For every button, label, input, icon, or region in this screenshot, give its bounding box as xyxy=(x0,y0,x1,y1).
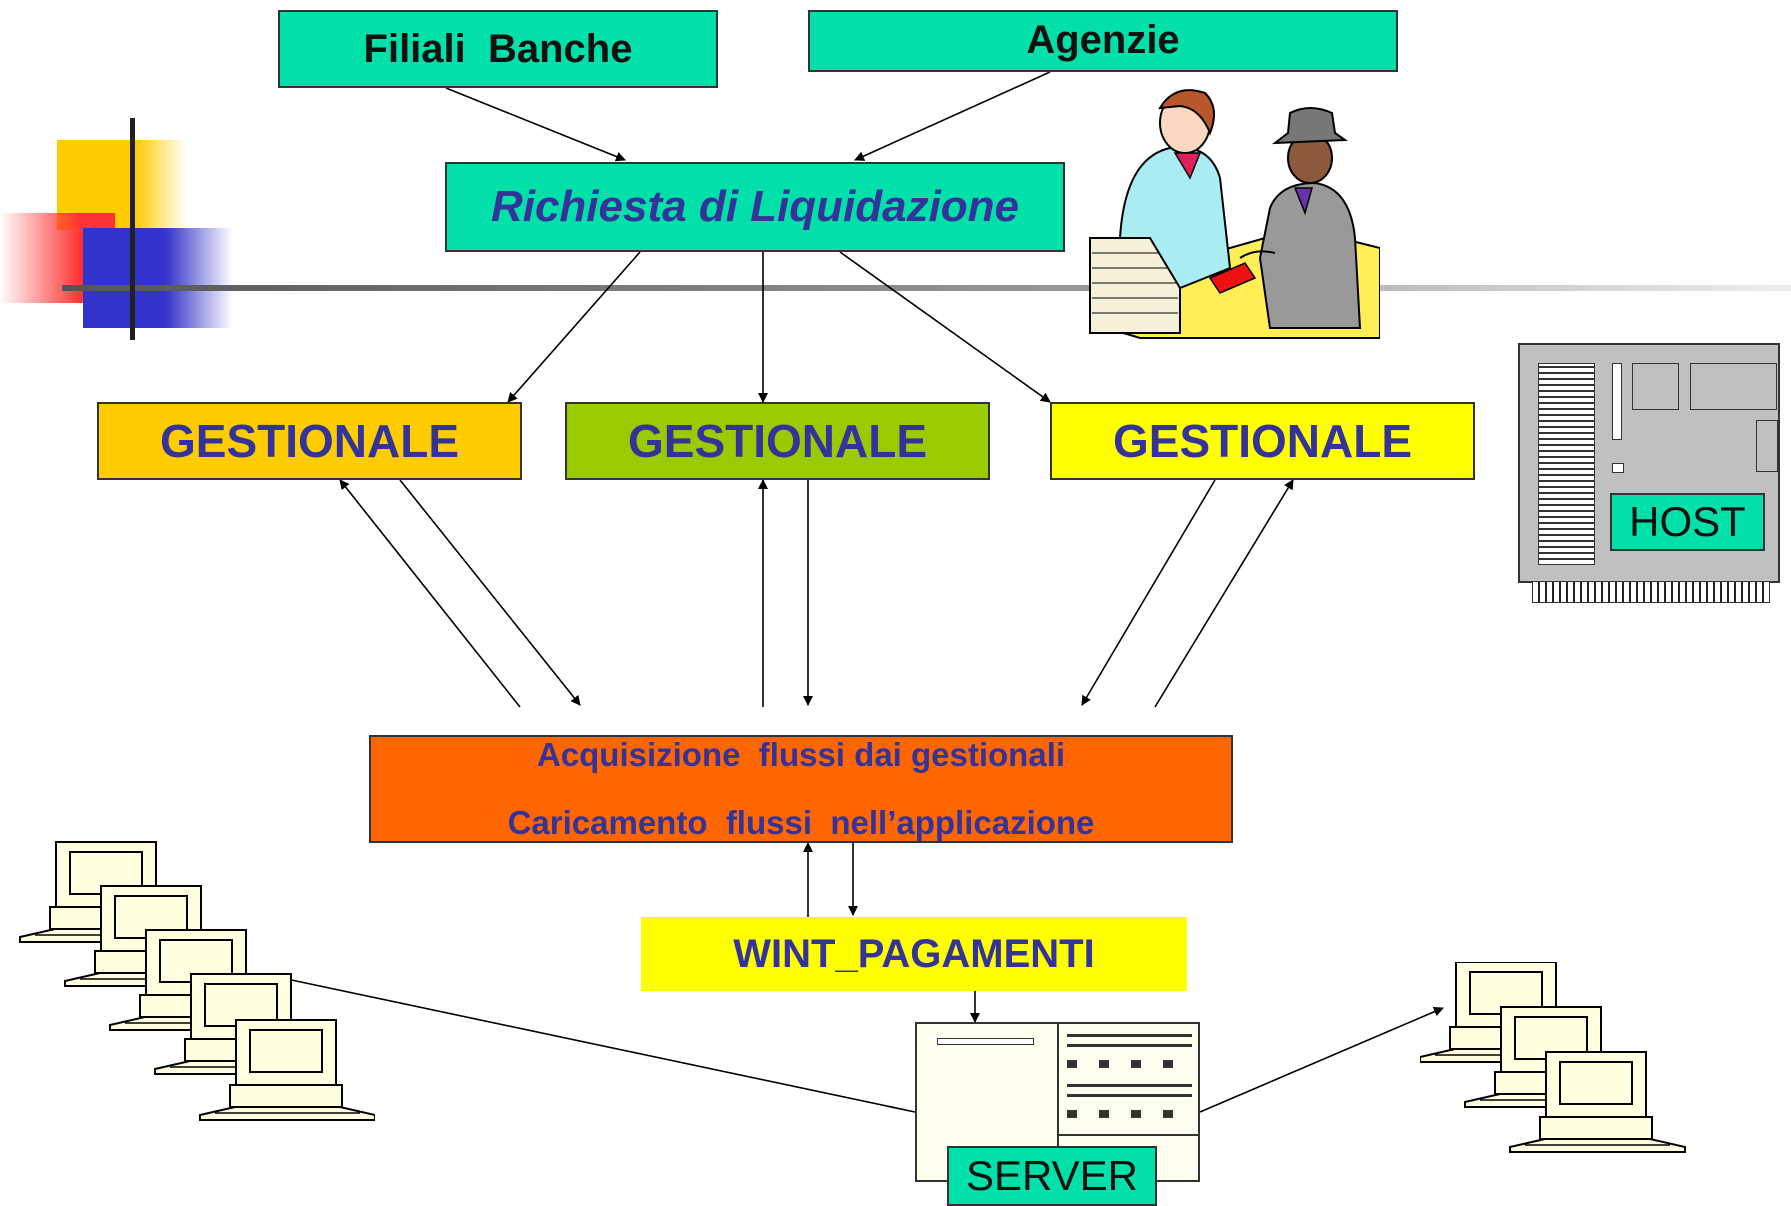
decor-vertical-rule xyxy=(130,118,135,340)
arrow-server-to-left-workstations xyxy=(281,974,916,1113)
filiali-banche-label: Filiali Banche xyxy=(363,26,633,71)
gestionale-label-1: GESTIONALE xyxy=(159,415,460,467)
host-vent-grille xyxy=(1538,363,1595,565)
richiesta-liquidazione-box: Richiesta di Liquidazione xyxy=(445,162,1065,252)
arrow-acq-to-gestionale-1 xyxy=(339,479,521,708)
arrow-request-to-gestionale-3 xyxy=(839,251,1051,403)
workstation-group-icon-left xyxy=(19,841,375,1121)
arrow-agenzie-to-request xyxy=(854,71,1051,161)
host-panel-3 xyxy=(1756,420,1778,472)
server-label: SERVER xyxy=(966,1152,1138,1199)
host-led xyxy=(1612,463,1624,473)
wint-pagamenti-box: WINT_PAGAMENTI xyxy=(641,917,1187,991)
arrow-request-to-gestionale-1 xyxy=(507,251,641,403)
gestionale-label-3: GESTIONALE xyxy=(1112,415,1413,467)
server-label-box: SERVER xyxy=(947,1146,1157,1206)
arrow-gestionale-1-to-acq xyxy=(399,479,581,706)
arrow-filiali-to-request xyxy=(445,87,626,162)
server-drive-slot xyxy=(937,1038,1034,1045)
gestionale-box-3: GESTIONALE xyxy=(1050,402,1475,480)
decor-horizontal-rule xyxy=(62,285,1791,291)
arrow-gestionale-3-to-acq xyxy=(1081,479,1216,706)
host-panel-2 xyxy=(1690,363,1777,410)
gestionale-box-2: GESTIONALE xyxy=(565,402,990,480)
acquisizione-box: Acquisizione flussi dai gestionali Caric… xyxy=(369,735,1233,843)
acquisizione-line-2: Caricamento flussi nell’applicazione xyxy=(507,804,1095,841)
server-rack-line-1 xyxy=(1067,1034,1192,1037)
agenzie-box: Agenzie xyxy=(808,10,1398,72)
filiali-banche-box: Filiali Banche xyxy=(278,10,718,88)
richiesta-liquidazione-label: Richiesta di Liquidazione xyxy=(490,182,1020,231)
acquisizione-line-1: Acquisizione flussi dai gestionali xyxy=(536,736,1066,773)
host-label: HOST xyxy=(1629,498,1746,545)
bank-teller-clipart-icon xyxy=(1089,89,1380,339)
host-base-feet xyxy=(1532,581,1770,603)
decor-blue-square xyxy=(83,228,233,328)
server-rack-line-2 xyxy=(1067,1044,1192,1047)
server-icon: SERVER xyxy=(915,1022,1200,1206)
wint-pagamenti-label: WINT_PAGAMENTI xyxy=(733,931,1095,976)
server-leds-2 xyxy=(1067,1110,1192,1118)
arrow-server-to-right-workstations xyxy=(1199,1006,1444,1113)
host-label-box: HOST xyxy=(1610,493,1765,551)
server-rack-line-3 xyxy=(1067,1084,1192,1087)
server-rack-line-5 xyxy=(1057,1134,1198,1136)
host-slot xyxy=(1612,363,1622,440)
agenzie-label: Agenzie xyxy=(1026,18,1180,62)
gestionale-label-2: GESTIONALE xyxy=(627,415,928,467)
server-rack-line-4 xyxy=(1067,1094,1192,1097)
host-mainframe: HOST xyxy=(1518,343,1780,603)
arrow-acq-to-gestionale-3 xyxy=(1154,479,1294,708)
host-panel-1 xyxy=(1632,363,1679,410)
server-leds-1 xyxy=(1067,1060,1192,1068)
server-drive-bay xyxy=(917,1024,1059,1180)
gestionale-box-1: GESTIONALE xyxy=(97,402,522,480)
workstation-group-icon-right xyxy=(1420,962,1686,1153)
